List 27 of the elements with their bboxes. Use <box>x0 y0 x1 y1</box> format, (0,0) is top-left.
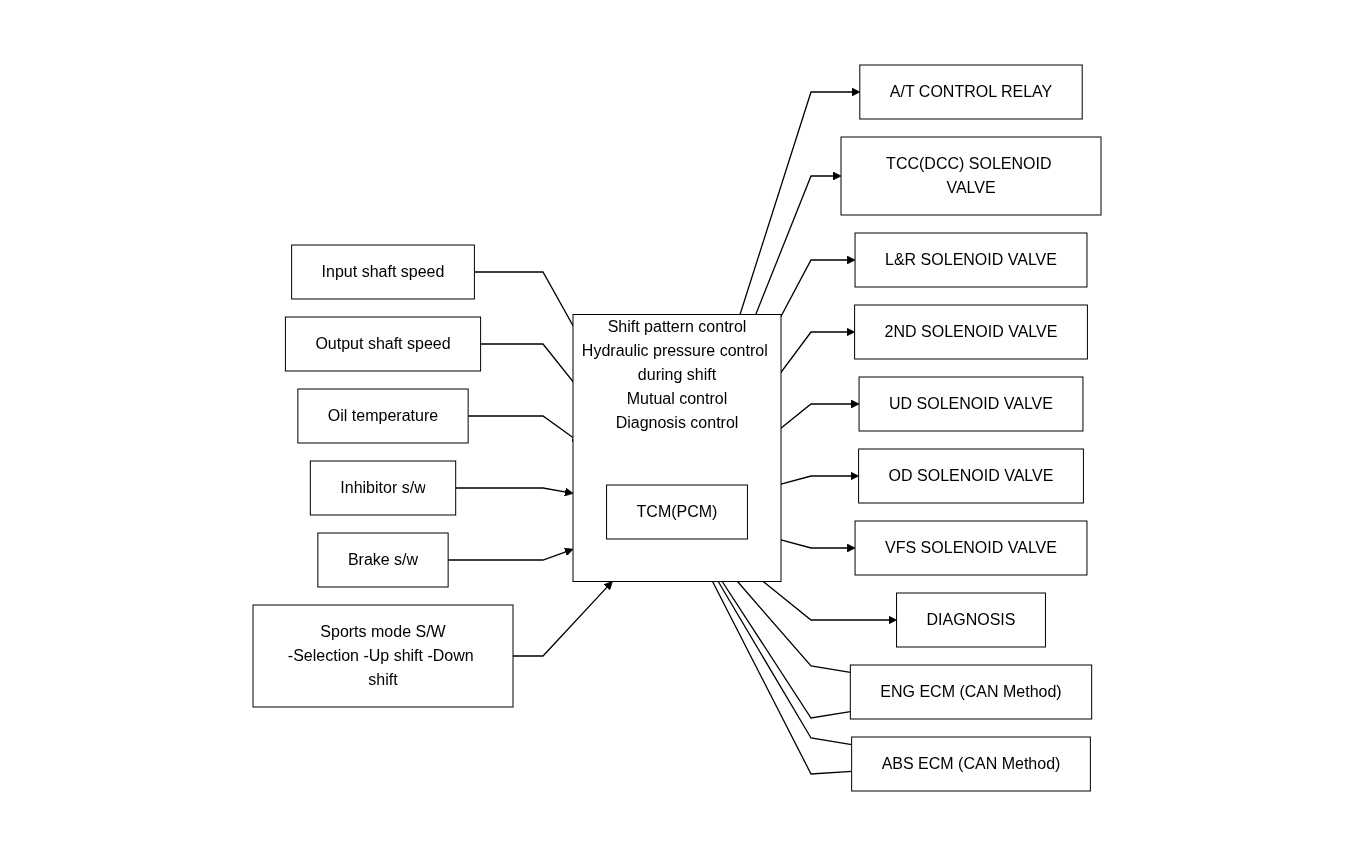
node-box: ENG ECM (CAN Method) <box>849 664 1092 719</box>
connector <box>721 580 851 719</box>
arrow <box>454 486 573 496</box>
node-box: ABS ECM (CAN Method) <box>850 736 1091 791</box>
node-box: VFS SOLENOID VALVE <box>854 520 1087 575</box>
node-box: UD SOLENOID VALVE <box>858 376 1083 431</box>
arrow <box>779 538 855 552</box>
node-box: Oil temperature <box>296 388 469 443</box>
node-box: TCM(PCM) <box>605 484 748 539</box>
arrow <box>779 471 859 485</box>
node-box: Inhibitor s/w <box>309 460 456 515</box>
node-box: OD SOLENOID VALVE <box>857 448 1084 503</box>
arrow <box>762 580 897 624</box>
node-box: Input shaft speed <box>290 244 475 299</box>
node-box: A/T CONTROL RELAY <box>858 64 1083 119</box>
connector <box>736 580 851 673</box>
connector <box>711 580 852 775</box>
arrow <box>447 547 573 561</box>
node-box: DIAGNOSIS <box>895 592 1046 647</box>
node-box: Sports mode S/W -Selection -Up shift -Down shift <box>252 604 513 707</box>
arrow <box>511 580 613 657</box>
node-box: 2ND SOLENOID VALVE <box>853 304 1088 359</box>
connector <box>717 580 852 745</box>
node-box: Output shaft speed <box>284 316 481 371</box>
node-box: Brake s/w <box>316 532 449 587</box>
node-box: L&R SOLENOID VALVE <box>854 232 1087 287</box>
node-box: TCC(DCC) SOLENOID VALVE <box>840 136 1101 215</box>
